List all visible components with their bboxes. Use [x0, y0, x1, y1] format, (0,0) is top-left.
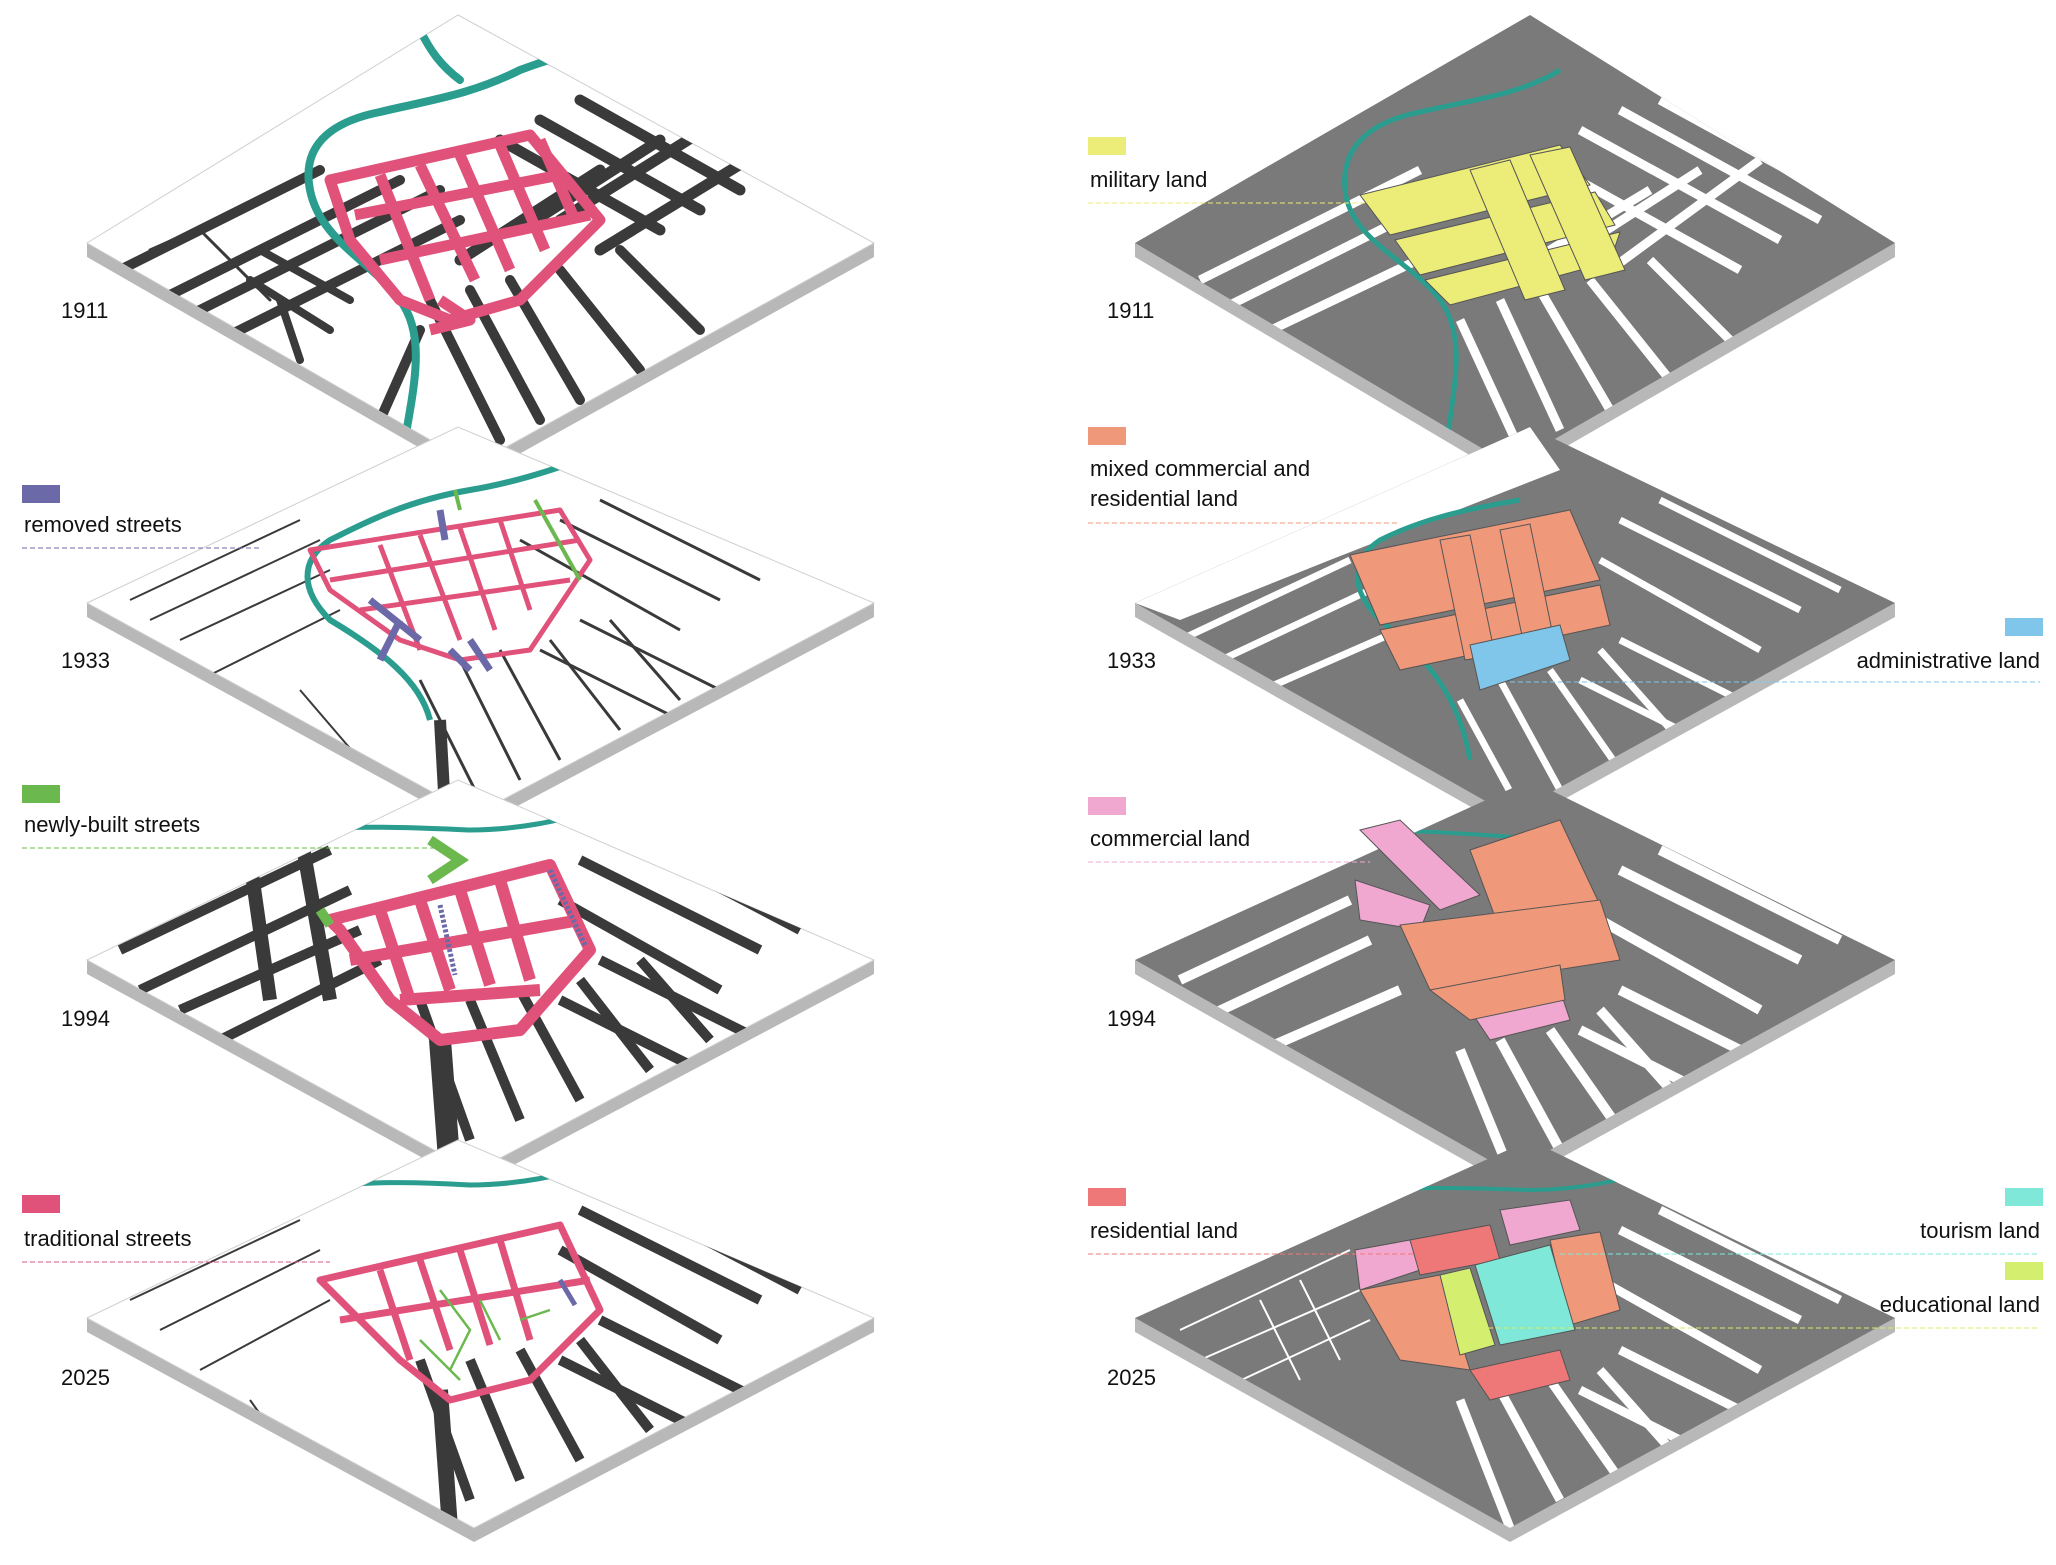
landuse-map-2025: 2025: [1107, 1140, 1895, 1542]
landuse-legend: military land mixed commercial and resid…: [1088, 137, 2043, 1329]
river-1933: [304, 442, 622, 721]
tourism-block-2025: [1474, 1244, 1576, 1346]
river-1911-landuse: [1342, 67, 1562, 461]
plate-top: [85, 426, 876, 816]
traditional-streets-1933: [307, 507, 593, 663]
mixed-blocks-1933: [1349, 509, 1611, 671]
legend-label-removed: removed streets: [24, 512, 182, 537]
traditional-streets-2025: [316, 1221, 604, 1404]
year-label-1911: 1911: [61, 298, 108, 323]
street-map-1994: 1994: [61, 779, 876, 1186]
legend-swatch-removed: [22, 485, 60, 503]
street-map-1933: 1933: [61, 426, 876, 829]
year-label-2025-landuse: 2025: [1107, 1365, 1156, 1390]
legend-label-residential: residential land: [1090, 1218, 1238, 1243]
legend-swatch-administrative: [2005, 618, 2043, 636]
newly-built-streets-2025: [419, 1289, 551, 1381]
mixed-blocks-1994: [1399, 819, 1621, 1021]
removed-streets-2025: [557, 1278, 578, 1307]
administrative-block-1933: [1469, 624, 1571, 691]
legend-swatch-residential: [1088, 1188, 1126, 1206]
newly-built-streets-1994: [315, 835, 470, 928]
street-legend: removed streets newly-built streets trad…: [22, 485, 440, 1263]
legend-swatch-tourism: [2005, 1188, 2043, 1206]
street-map-2025: 2025: [61, 1139, 876, 1542]
legend-label-military: military land: [1090, 167, 1207, 192]
year-label-1994: 1994: [61, 1006, 110, 1031]
landuse-map-1994: 1994: [1107, 780, 1895, 1186]
year-label-1933: 1933: [61, 648, 110, 673]
legend-label-administrative: administrative land: [1857, 648, 2040, 673]
newly-built-streets-1933: [453, 489, 582, 581]
legend-label-tourism: tourism land: [1920, 1218, 2040, 1243]
educational-block-2025: [1439, 1267, 1496, 1356]
legend-label-educational: educational land: [1880, 1292, 2040, 1317]
residential-blocks-2025: [1409, 1224, 1571, 1401]
legend-label-mixed-line1: mixed commercial and: [1090, 456, 1310, 481]
street-map-1911: 1911: [61, 14, 876, 479]
legend-label-commercial: commercial land: [1090, 826, 1250, 851]
legend-swatch-commercial: [1088, 797, 1126, 815]
removed-streets-1933: [367, 509, 493, 673]
fine-grain-2025: [1179, 1249, 1371, 1391]
year-label-1994-landuse: 1994: [1107, 1006, 1156, 1031]
legend-swatch-mixed: [1088, 427, 1126, 445]
military-blocks-1911: [1359, 144, 1626, 306]
legend-swatch-newly-built: [22, 785, 60, 803]
legend-swatch-traditional: [22, 1195, 60, 1213]
year-label-2025: 2025: [61, 1365, 110, 1390]
legend-label-newly-built: newly-built streets: [24, 812, 200, 837]
legend-label-mixed-line2: residential land: [1090, 486, 1238, 511]
mixed-blocks-2025: [1359, 1231, 1621, 1371]
year-label-1911-landuse: 1911: [1107, 298, 1154, 323]
legend-swatch-military: [1088, 137, 1126, 155]
legend-swatch-educational: [2005, 1262, 2043, 1280]
traditional-streets-1911: [324, 129, 606, 336]
legend-label-traditional: traditional streets: [24, 1226, 192, 1251]
river-1933-landuse: [1355, 497, 1521, 761]
year-label-1933-landuse: 1933: [1107, 648, 1156, 673]
removed-streets-1994: [437, 868, 588, 976]
plate-top: [85, 1139, 876, 1529]
landuse-map-1911: 1911: [1107, 15, 1895, 479]
plate-top: [85, 779, 876, 1173]
